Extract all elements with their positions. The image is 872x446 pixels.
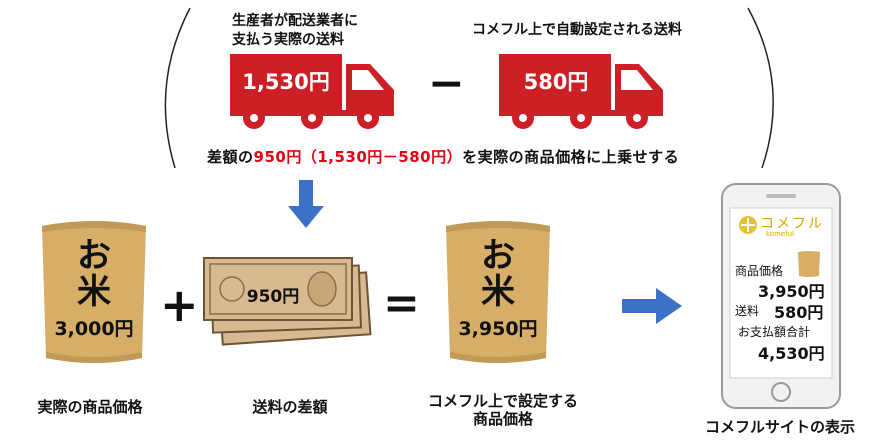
caption-set-price: コメフル上で設定する 商品価格 (427, 392, 578, 428)
set-price: 3,950円 (458, 318, 538, 340)
plus-sign: + (160, 278, 199, 332)
minus-sign: − (428, 58, 465, 109)
difference-suffix: を実際の商品価格に上乗せする (462, 148, 680, 166)
banknote-stack-icon (203, 257, 372, 346)
caption-actual-price: 実際の商品価格 (37, 398, 143, 416)
brand-logo-icon (739, 216, 757, 234)
caption-shipping-diff: 送料の差額 (252, 398, 328, 416)
actual-price: 3,000円 (54, 318, 134, 340)
phone-shipping-label: 送料 (735, 304, 760, 318)
difference-prefix: 差額の (207, 148, 254, 166)
smartphone-icon (721, 183, 841, 409)
right-arrow-icon (622, 288, 682, 324)
truck-icon (499, 54, 663, 129)
difference-amount: 950円（1,530円－580円） (253, 148, 463, 166)
phone-brand-sub: komeful (766, 230, 795, 238)
rice-bag-icon (798, 251, 820, 277)
right-truck-amount: 580円 (523, 70, 589, 94)
phone-total-value: 4,530円 (758, 344, 825, 363)
auto-shipping-label: コメフル上で自動設定される送料 (472, 22, 682, 38)
phone-total-label: お支払額合計 (738, 325, 811, 339)
actual-shipping-label: 生産者が配送業者に 支払う実際の送料 (232, 13, 358, 48)
rice-bag-icon (446, 221, 550, 363)
left-truck-amount: 1,530円 (242, 70, 330, 94)
phone-brand: コメフル (760, 216, 824, 232)
rice-bag-label: お 米 (77, 236, 111, 312)
phone-shipping-value: 580円 (774, 303, 824, 322)
difference-statement: 差額の950円（1,530円－580円）を実際の商品価格に上乗せする (207, 146, 679, 167)
phone-price-label: 商品価格 (735, 264, 784, 278)
equals-sign: = (383, 278, 420, 329)
down-arrow-icon (288, 180, 324, 228)
phone-price-value: 3,950円 (758, 282, 825, 301)
caption-site-display: コメフルサイトの表示 (704, 418, 855, 436)
rice-bag-icon (42, 221, 146, 363)
money-amount: 950円 (246, 287, 300, 307)
rice-bag-label: お 米 (481, 236, 515, 312)
truck-icon (230, 54, 394, 129)
